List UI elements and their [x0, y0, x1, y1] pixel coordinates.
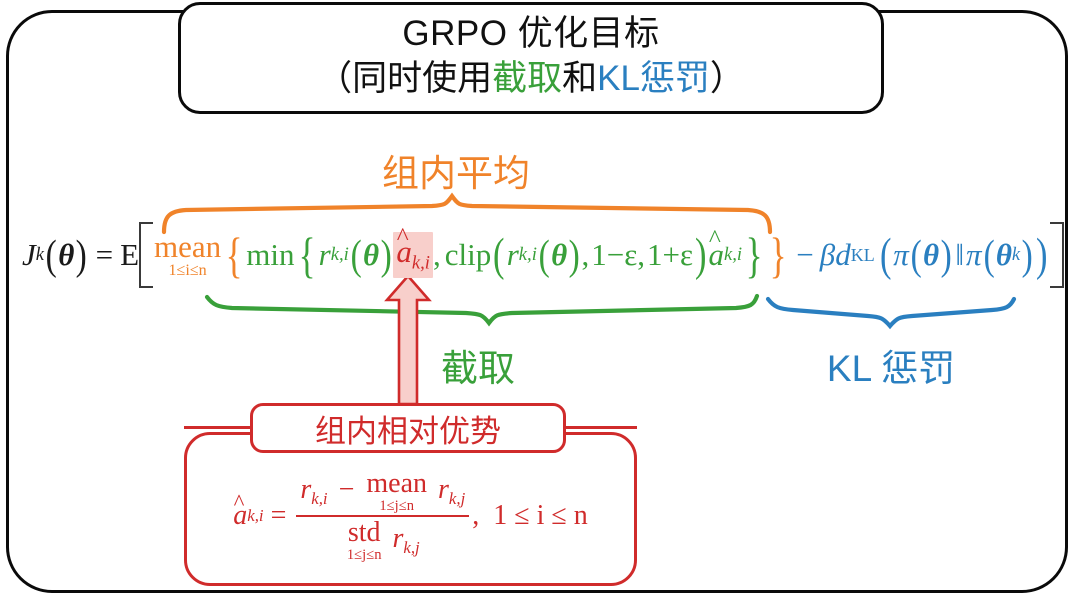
- formula-bracket-right: [1049, 222, 1064, 288]
- formula-pi-2: π: [966, 237, 982, 272]
- hat-accent-icon: ^: [396, 222, 409, 251]
- formula-minus: −: [796, 237, 814, 272]
- formula-theta-2: θ: [363, 237, 380, 272]
- adv-mean-limits: 1≤j≤n: [379, 498, 414, 514]
- adv-std-op-text: std: [347, 516, 381, 548]
- adv-num-r2-sub: k,j: [448, 488, 466, 508]
- formula-beta: β: [819, 237, 836, 272]
- formula-comma-1: ,: [432, 237, 441, 272]
- title-paren-open: （同时使用: [317, 59, 493, 98]
- formula-bracket-left: [139, 222, 154, 288]
- formula-pi-1: π: [893, 237, 909, 272]
- advantage-label-text: 组内相对优势: [315, 413, 501, 449]
- adv-num-r2: r: [438, 474, 449, 506]
- adv-num-r: r: [300, 474, 312, 506]
- label-group-mean: 组内平均: [382, 153, 530, 194]
- formula-min-brace-open: {: [298, 227, 316, 283]
- formula-J: J: [22, 237, 36, 272]
- adv-index-range: 1 ≤ i ≤ n: [493, 500, 588, 532]
- hat-accent-icon-3: ^: [233, 489, 245, 515]
- formula-theta-k-sub: k: [1011, 244, 1021, 265]
- formula-adv-sub-1: k,i: [411, 252, 430, 274]
- formula-ratio-sub-1: k,i: [330, 244, 349, 265]
- adv-den-r-sub: k,j: [403, 537, 420, 557]
- formula-theta: θ: [58, 237, 75, 272]
- adv-std-operator: std 1≤j≤n: [346, 516, 382, 563]
- adv-den-r: r: [392, 522, 404, 554]
- hat-accent-icon-2: ^: [708, 225, 721, 254]
- formula-ratio-sub-2: k,i: [518, 244, 537, 265]
- adv-mean-operator: mean 1≤j≤n: [366, 470, 427, 514]
- formula-eps-upper: 1+ε: [646, 237, 693, 272]
- adv-mean-op-text: mean: [366, 468, 428, 499]
- formula-theta-4: θ: [922, 237, 940, 272]
- formula-min-brace-close: }: [745, 227, 763, 283]
- fraction-bar: [296, 514, 470, 517]
- formula-clip-operator: clip: [444, 237, 492, 272]
- formula-adv-a-1: a: [396, 234, 412, 270]
- formula-ratio-r-2: r: [506, 237, 519, 272]
- adv-comma: ,: [472, 500, 480, 532]
- formula-outer-brace-open: {: [225, 227, 243, 283]
- formula-mean-limits: 1≤i≤n: [168, 261, 207, 279]
- formula-mean-op-text: mean: [154, 228, 222, 264]
- advantage-numerator: rk,i − mean 1≤j≤n rk,j: [296, 470, 469, 515]
- formula-outer-brace-close: }: [769, 227, 787, 283]
- page-title: GRPO 优化目标: [402, 14, 660, 53]
- formula-expectation: E: [120, 237, 140, 272]
- advantage-connector-stub-left: [184, 426, 250, 429]
- label-kl-penalty: KL 惩罚: [826, 348, 956, 389]
- formula-theta-3: θ: [551, 237, 568, 272]
- title-box: GRPO 优化目标 （同时使用截取和KL惩罚）: [178, 2, 884, 114]
- formula-ratio-r-1: r: [318, 237, 331, 272]
- formula-min-operator: min: [246, 237, 295, 272]
- formula-equals: =: [95, 237, 114, 272]
- formula-d-subscript: KL: [850, 244, 875, 265]
- formula-comma-3: ,: [637, 237, 645, 272]
- advantage-denominator: std 1≤j≤n rk,j: [342, 517, 424, 563]
- formula-kl-divider: ‖: [955, 237, 965, 272]
- title-subtitle: （同时使用截取和KL惩罚）: [181, 61, 881, 96]
- title-paren-close: ）: [709, 59, 745, 98]
- formula-comma-2: ,: [581, 237, 590, 272]
- adv-num-minus: −: [338, 474, 355, 506]
- formula-d: d: [835, 237, 851, 272]
- formula-mean-operator: mean 1≤i≤n: [154, 231, 221, 279]
- advantage-connector-stub-right: [566, 426, 637, 429]
- title-clip-text: 截取: [492, 59, 563, 98]
- formula-J-subscript: k: [35, 244, 45, 265]
- advantage-fraction: rk,i − mean 1≤j≤n rk,j std 1≤j≤n rk,j: [296, 470, 470, 563]
- formula-theta-5: θ: [995, 237, 1012, 272]
- adv-equals: =: [270, 500, 287, 532]
- title-and-text: 和: [562, 59, 598, 98]
- adv-lhs-subscript: k,i: [247, 506, 264, 526]
- title-kl-text: KL惩罚: [597, 59, 710, 98]
- adv-num-r-sub: k,i: [311, 488, 328, 508]
- adv-std-limits: 1≤j≤n: [346, 546, 382, 563]
- advantage-term-highlight: ^ak,i: [393, 223, 433, 278]
- label-clip: 截取: [441, 348, 515, 389]
- adv-lhs-a: a: [233, 500, 248, 532]
- formula-eps-lower: 1−ε: [591, 237, 638, 272]
- formula-adv-sub-2: k,i: [724, 244, 743, 265]
- formula-adv-a-2: a: [708, 237, 725, 272]
- advantage-group-box: [184, 432, 637, 586]
- advantage-label-box: 组内相对优势: [250, 403, 566, 453]
